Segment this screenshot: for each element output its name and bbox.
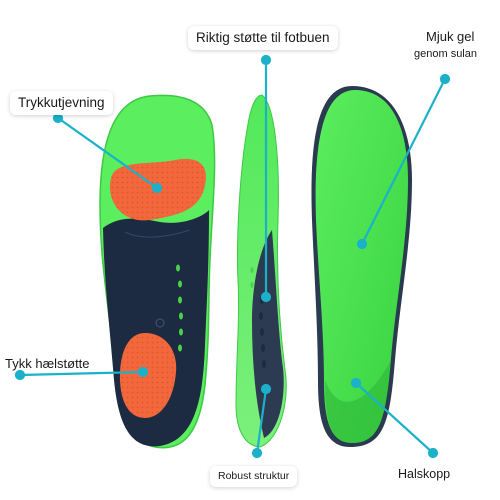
robust-structure-label: Robust struktur — [210, 466, 298, 487]
teal-dot-icon — [260, 291, 272, 303]
soft-gel-sublabel: genom sulan — [414, 48, 477, 60]
teal-dot-icon — [427, 447, 439, 459]
teal-dot-icon — [350, 377, 362, 389]
thick-heel-support-label: Tykk hælstøtte — [5, 356, 90, 371]
heel-cup-label: Halskopp — [398, 467, 451, 481]
insole-top-green-surface — [315, 90, 408, 443]
teal-dot-icon — [14, 369, 26, 381]
teal-dot-icon — [260, 54, 272, 66]
arch-support-label: Riktig støtte til fotbuen — [188, 26, 338, 50]
soft-gel-label: Mjuk gel — [426, 29, 475, 44]
insole-bottom-view — [99, 94, 216, 449]
teal-dot-icon — [356, 238, 368, 250]
teal-dot-icon — [52, 112, 64, 124]
insole-top-view — [311, 86, 412, 447]
teal-dot-icon — [439, 73, 451, 85]
pointer-lines — [14, 54, 451, 459]
teal-dot-icon — [260, 383, 272, 395]
teal-dot-icon — [151, 182, 163, 194]
insole-side-view — [235, 94, 287, 448]
teal-dot-icon — [251, 447, 263, 459]
teal-dot-icon — [137, 366, 149, 378]
insole-side-dark-shell — [252, 230, 284, 438]
pressure-relief-label: Trykkutjevning — [10, 91, 113, 115]
